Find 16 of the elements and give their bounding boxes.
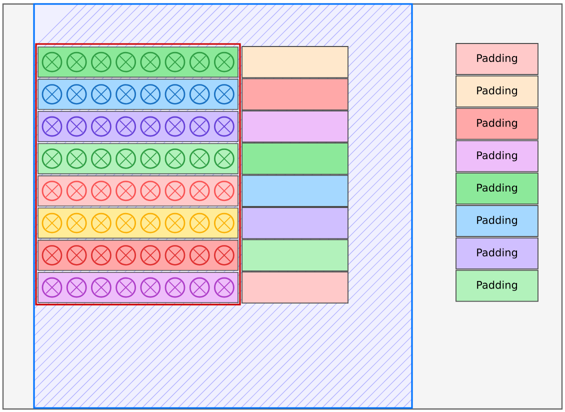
padding-box: Padding	[456, 205, 538, 237]
empty-bar	[242, 174, 348, 207]
empty-bar	[242, 207, 348, 240]
empty-bar	[242, 271, 348, 304]
padding-box: Padding	[456, 270, 538, 302]
empty-bar	[242, 239, 348, 272]
empty-bar	[242, 110, 348, 143]
empty-bar	[242, 78, 348, 110]
empty-bar	[242, 142, 348, 175]
padding-box: Padding	[456, 43, 538, 75]
padding-box: Padding	[456, 140, 538, 172]
padding-box: Padding	[456, 108, 538, 140]
empty-bar	[242, 46, 348, 78]
padding-box: Padding	[456, 237, 538, 270]
padding-box: Padding	[456, 172, 538, 205]
padding-box: Padding	[456, 75, 538, 108]
